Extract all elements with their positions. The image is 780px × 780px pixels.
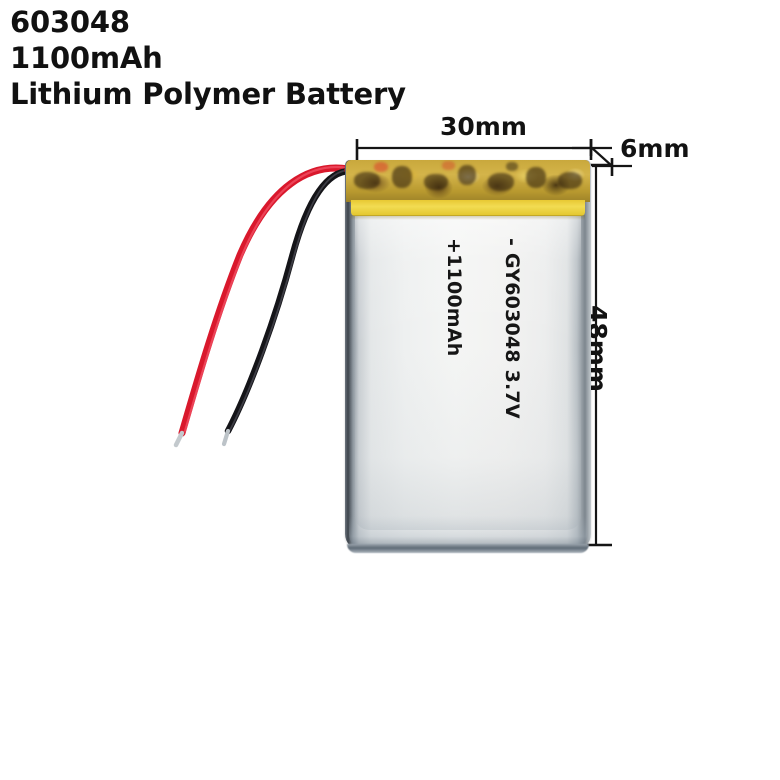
product-model-line: 603048 [10, 5, 130, 39]
cell-print-capacity: +1100mAh [443, 238, 465, 357]
battery-wire-leads [173, 164, 362, 448]
yellow-tape-shadow [351, 215, 585, 220]
dimension-label-thickness: 6mm [620, 134, 690, 163]
lithium-polymer-battery: - GY603048 3.7V +1100mAh [345, 160, 591, 553]
positive-wire-red [178, 164, 352, 437]
negative-wire-tip [221, 428, 231, 447]
product-capacity-line: 1100mAh [10, 41, 163, 75]
cell-print-model: - GY603048 3.7V [501, 238, 523, 419]
dimension-line-thickness [572, 139, 632, 176]
product-type-line: Lithium Polymer Battery [10, 77, 406, 111]
positive-wire-tip [173, 430, 185, 448]
negative-wire-highlight [229, 169, 351, 431]
dimension-label-width: 30mm [440, 112, 527, 141]
kapton-tape-band [346, 160, 590, 202]
positive-wire-highlight [183, 166, 350, 433]
yellow-tape-strip [351, 200, 585, 216]
negative-wire-black [224, 167, 354, 435]
product-title-block: 603048 1100mAh Lithium Polymer Battery [10, 4, 440, 112]
